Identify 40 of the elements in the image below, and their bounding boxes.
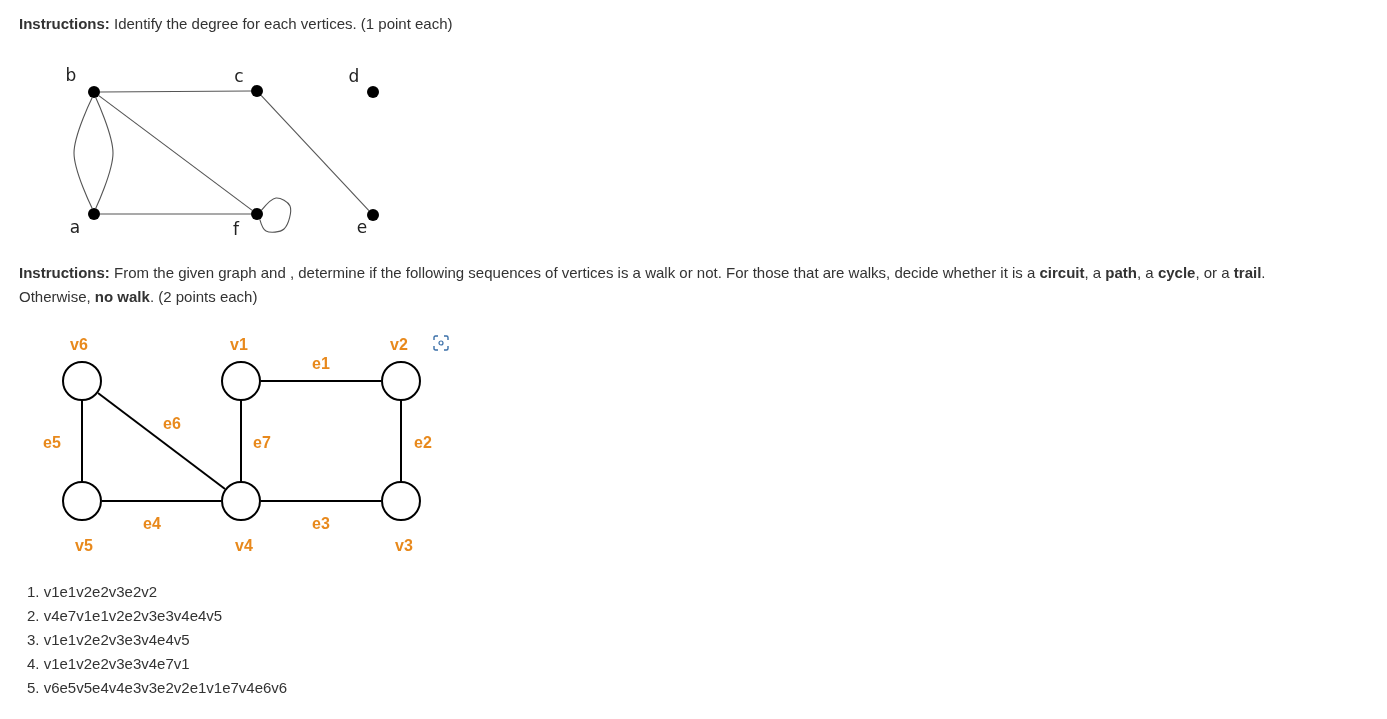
edge-label: e1 <box>311 356 331 372</box>
vertex-label: v5 <box>75 538 93 554</box>
list-item: 2. v4e7v1e1v2e2v3e3v4e4v5 <box>27 606 223 626</box>
graph-edge <box>95 97 114 209</box>
vertex-label: b <box>65 66 77 84</box>
edge-label: e7 <box>252 435 272 451</box>
graph-edge <box>101 500 222 502</box>
edge-label: e4 <box>142 516 162 532</box>
vertex-label: d <box>348 67 360 85</box>
vertex-label: v1 <box>230 337 248 353</box>
vertex-label: v3 <box>395 538 413 554</box>
edge-label: e5 <box>42 435 62 451</box>
vertex-label: v4 <box>235 538 253 554</box>
vertex-label: e <box>356 218 368 236</box>
graph-edge <box>99 213 252 215</box>
list-item: 5. v6e5v5e4v4e3v3e2v2e1v1e7v4e6v6 <box>27 678 288 698</box>
graph-edge <box>260 500 382 502</box>
vertex-label: f <box>233 220 239 238</box>
vertex-label: v6 <box>70 337 88 353</box>
graph-edge <box>400 400 402 482</box>
graph-edge <box>98 95 253 211</box>
list-item: 3. v1e1v2e2v3e3v4e4v5 <box>27 630 190 650</box>
edge-label: e2 <box>413 435 433 451</box>
list-item: 1. v1e1v2e2v3e2v2 <box>27 582 158 602</box>
graph-edge <box>260 94 370 212</box>
vertex-label: a <box>69 218 81 236</box>
graph-edge <box>260 380 382 382</box>
edge-label: e6 <box>162 416 182 432</box>
instruction-text: Instructions: Identify the degree for each vertices. (1 point each) <box>19 14 453 34</box>
instruction-text: Instructions: From the given graph and , determine if the following sequences of vertices is a walk or not. For those that are walks, decide whether it is a circuit, a path, a cycle, or a trail. Otherwise, no walk. (2 points each) <box>19 263 1267 307</box>
graph-edge <box>81 400 83 482</box>
graph-edge <box>73 97 93 209</box>
graph-edge <box>99 90 252 93</box>
graph-edge <box>240 400 242 482</box>
vertex-label: v2 <box>390 337 408 353</box>
graph-edge <box>96 392 227 490</box>
edge-label: e3 <box>311 516 331 532</box>
vertex-label: c <box>234 67 244 85</box>
list-item: 4. v1e1v2e2v3e3v4e7v1 <box>27 654 190 674</box>
graph-edge <box>259 197 292 233</box>
